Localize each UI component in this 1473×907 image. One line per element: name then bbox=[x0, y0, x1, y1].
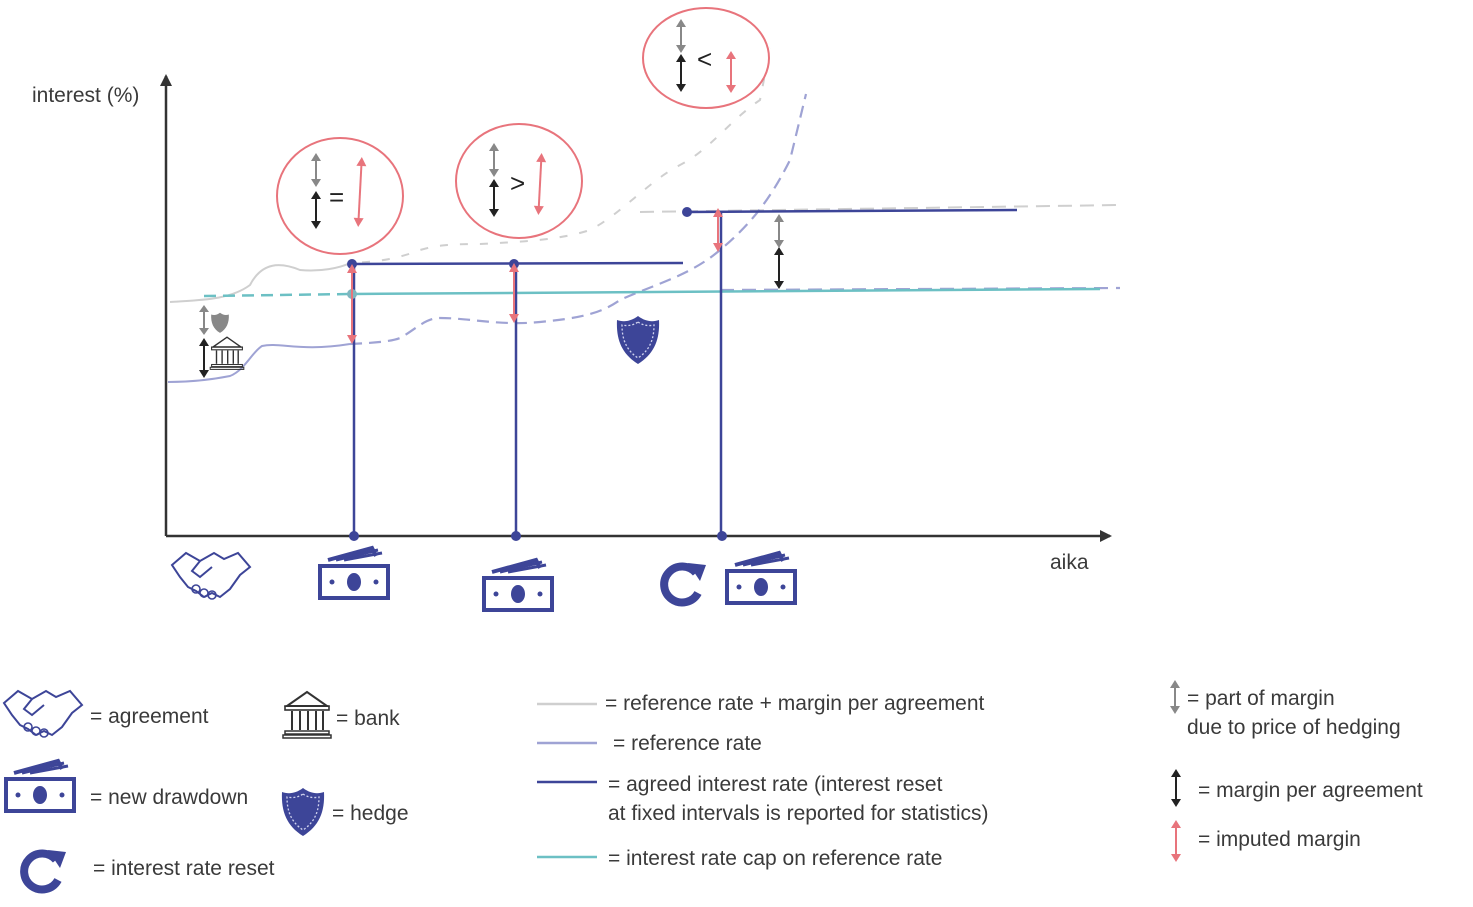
svg-text:= interest rate cap on referen: = interest rate cap on reference rate bbox=[608, 847, 942, 870]
hedging-part-arrow bbox=[199, 305, 209, 335]
rate-cap-dashed-left bbox=[203, 292, 353, 298]
hedging-part-arrow bbox=[1169, 679, 1181, 715]
hedge-icon bbox=[281, 787, 325, 837]
legend-hedge: = hedge bbox=[281, 787, 409, 837]
svg-text:= hedge: = hedge bbox=[332, 802, 409, 825]
comparison-symbol: = bbox=[329, 182, 344, 212]
legend-reference-rate: = reference rate bbox=[537, 732, 762, 755]
x-axis-point bbox=[511, 531, 521, 541]
y-axis-label: interest (%) bbox=[32, 84, 139, 107]
svg-text:= interest rate reset: = interest rate reset bbox=[93, 857, 275, 880]
reset-icon bbox=[664, 563, 706, 602]
imputed-margin-arrow bbox=[347, 264, 357, 344]
svg-text:= agreed interest rate (intere: = agreed interest rate (interest reset bbox=[608, 773, 943, 796]
reference-rate-dashed bbox=[349, 93, 808, 346]
svg-text:= bank: = bank bbox=[336, 707, 400, 730]
cash-icon bbox=[318, 546, 390, 600]
reset-icon bbox=[24, 850, 66, 889]
imputed-margin-arrow bbox=[726, 51, 736, 93]
handshake-icon bbox=[3, 690, 83, 738]
comparison-circle-greater: > bbox=[455, 123, 583, 239]
margin-per-agreement-arrow bbox=[199, 338, 209, 378]
reference-rate-line bbox=[167, 343, 351, 383]
imputed-margin-arrow bbox=[713, 208, 723, 252]
legend-margin-per-agreement: = margin per agreement bbox=[1170, 768, 1423, 808]
legend-new-drawdown: = new drawdown bbox=[4, 759, 248, 813]
margin-per-agreement-arrow bbox=[774, 247, 784, 289]
comparison-symbol: > bbox=[510, 168, 525, 198]
ref-plus-margin-dashed-upper bbox=[349, 47, 772, 265]
small-bank-icon bbox=[209, 336, 245, 371]
agreed-rate-segment-2 bbox=[686, 208, 1018, 214]
rate-cap-line bbox=[351, 287, 1101, 296]
ref-plus-margin-flat bbox=[639, 204, 1121, 213]
legend-bank: = bank bbox=[282, 691, 400, 739]
svg-text:due to price of hedging: due to price of hedging bbox=[1187, 716, 1401, 739]
imputed-margin-arrow bbox=[533, 153, 547, 215]
cash-icon bbox=[725, 551, 797, 605]
legend-hedging-part: = part of margin due to price of hedging bbox=[1169, 679, 1401, 739]
x-axis-label: aika bbox=[1050, 551, 1089, 574]
legend-rate-cap: = interest rate cap on reference rate bbox=[537, 847, 942, 870]
bank-icon bbox=[282, 691, 332, 739]
svg-text:= new drawdown: = new drawdown bbox=[90, 786, 248, 809]
svg-text:at fixed intervals is reported: at fixed intervals is reported for stati… bbox=[608, 802, 988, 825]
svg-text:= imputed margin: = imputed margin bbox=[1198, 828, 1361, 851]
legend-ref-plus-margin: = reference rate + margin per agreement bbox=[537, 692, 985, 715]
hedging-part-arrow bbox=[774, 214, 784, 248]
imputed-margin-arrow bbox=[1171, 820, 1181, 862]
imputed-margin-arrow bbox=[509, 263, 519, 323]
comparison-circle-less: < bbox=[642, 7, 770, 109]
imputed-margin-arrow bbox=[353, 157, 367, 227]
svg-text:= agreement: = agreement bbox=[90, 705, 209, 728]
svg-text:= reference rate + margin per: = reference rate + margin per agreement bbox=[605, 692, 985, 715]
x-axis-point bbox=[349, 531, 359, 541]
svg-text:= margin per agreement: = margin per agreement bbox=[1198, 779, 1423, 802]
legend-agreement: = agreement bbox=[3, 690, 209, 738]
legend-imputed-margin: = imputed margin bbox=[1171, 820, 1361, 862]
svg-text:= reference rate: = reference rate bbox=[613, 732, 762, 755]
cash-icon bbox=[482, 558, 554, 612]
legend-agreed-rate: = agreed interest rate (interest reset a… bbox=[537, 773, 988, 825]
legend-interest-rate-reset: = interest rate reset bbox=[24, 850, 275, 889]
comparison-symbol: < bbox=[697, 44, 712, 74]
handshake-icon bbox=[171, 552, 251, 600]
small-hedge-icon bbox=[211, 312, 229, 333]
comparison-circle-equal: = bbox=[276, 137, 404, 255]
agreed-rate-point bbox=[682, 207, 692, 217]
hedge-icon bbox=[616, 315, 660, 365]
margin-per-agreement-arrow bbox=[1170, 768, 1182, 808]
cash-icon bbox=[4, 759, 76, 813]
svg-text:= part of margin: = part of margin bbox=[1187, 687, 1335, 710]
x-axis-point bbox=[717, 531, 727, 541]
